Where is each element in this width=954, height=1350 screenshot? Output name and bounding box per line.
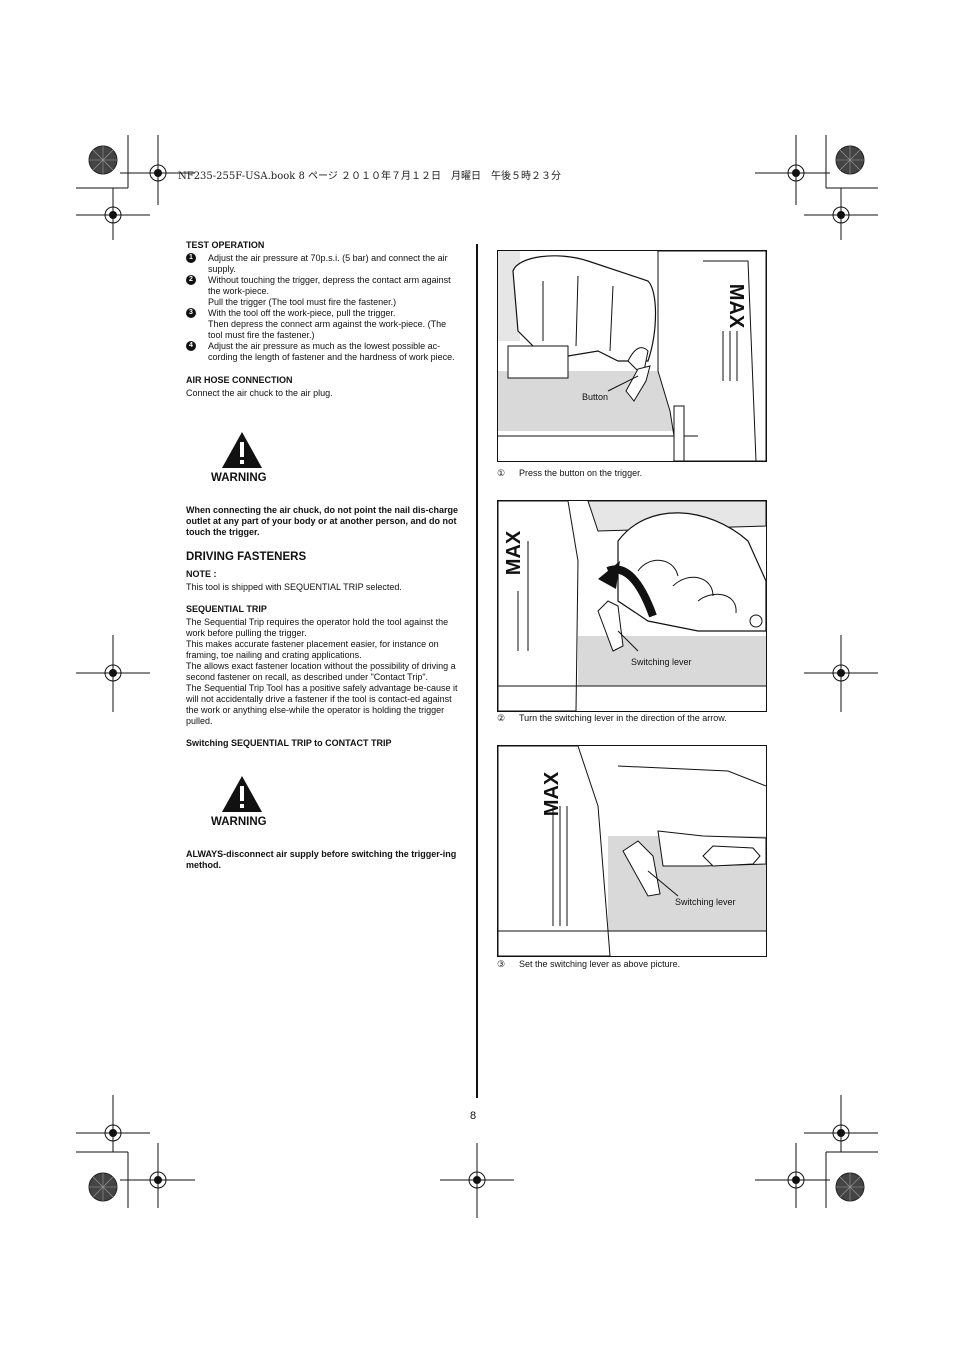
page-number: 8 bbox=[470, 1110, 477, 1122]
note-title: NOTE : bbox=[186, 569, 217, 579]
test-operation-title: TEST OPERATION bbox=[186, 240, 265, 250]
driving-fasteners-title: DRIVING FASTENERS bbox=[186, 551, 307, 563]
note-text: This tool is shipped with SEQUENTIAL TRI… bbox=[186, 582, 402, 592]
sequential-trip-text: The Sequential Trip requires the operato… bbox=[186, 617, 458, 726]
warning-text-2: ALWAYS-disconnect air supply before swit… bbox=[186, 849, 457, 870]
figure-1-illustration: MAX bbox=[498, 251, 766, 461]
figure-2: MAX Switching lever bbox=[497, 500, 767, 712]
air-hose-title: AIR HOSE CONNECTION bbox=[186, 375, 293, 385]
figure-2-illustration: MAX bbox=[498, 501, 766, 711]
warning-triangle-icon bbox=[222, 776, 262, 812]
switching-title: Switching SEQUENTIAL TRIP to CONTACT TRI… bbox=[186, 738, 392, 748]
figure-2-label: Switching lever bbox=[631, 657, 692, 667]
warning-block-2: WARNING bbox=[186, 769, 460, 849]
figure-1-brand: MAX bbox=[725, 284, 747, 329]
warning-label-1: WARNING bbox=[211, 472, 267, 484]
figure-2-brand: MAX bbox=[503, 530, 525, 575]
air-hose-text: Connect the air chuck to the air plug. bbox=[186, 388, 333, 398]
warning-triangle-icon bbox=[222, 432, 262, 468]
sequential-trip-title: SEQUENTIAL TRIP bbox=[186, 604, 267, 614]
figure-3: MAX Switching lever bbox=[497, 745, 767, 957]
warning-label-2: WARNING bbox=[211, 816, 267, 828]
warning-block-1: WARNING bbox=[186, 425, 460, 505]
figure-1: MAX Button bbox=[497, 250, 767, 462]
figure-3-illustration: MAX bbox=[498, 746, 766, 956]
file-header: NF235-255F-USA.book 8 ページ ２０１０年７月１２日 月曜日… bbox=[178, 171, 561, 182]
figure-3-label: Switching lever bbox=[675, 897, 736, 907]
figure-3-brand: MAX bbox=[541, 771, 563, 816]
warning-text-1: When connecting the air chuck, do not po… bbox=[186, 505, 459, 537]
figure-1-label: Button bbox=[582, 392, 609, 402]
column-divider bbox=[476, 244, 478, 1098]
